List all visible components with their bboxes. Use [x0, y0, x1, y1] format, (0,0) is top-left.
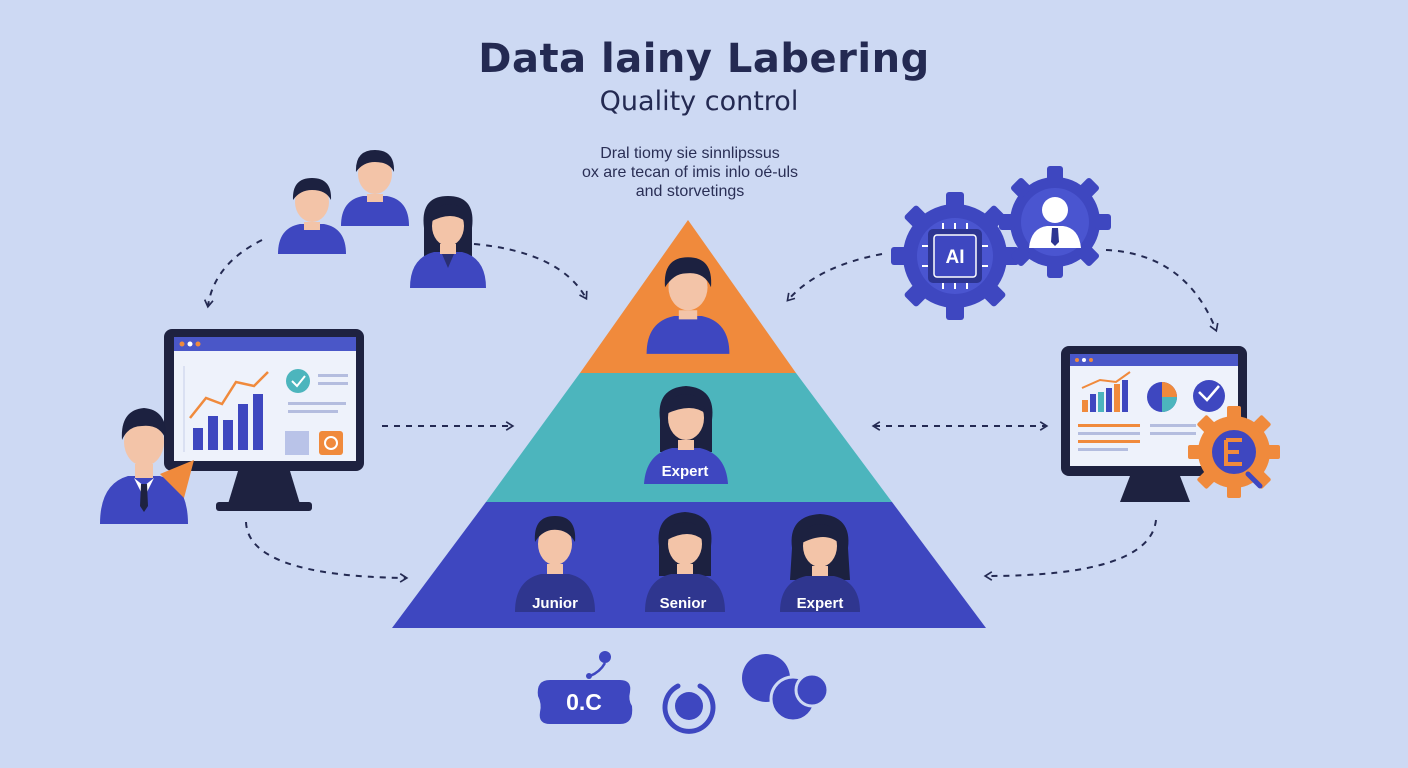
description-line-1: Dral tiomy sie sinnlipssus: [600, 145, 780, 162]
arrow-team-to-monitor: [203, 239, 263, 309]
connector-arrows: [203, 239, 1219, 583]
top-tier-person-icon: [646, 257, 730, 354]
description-line-3: and storvetings: [635, 183, 745, 200]
team-icon: [278, 150, 486, 288]
power-icon: [662, 683, 716, 734]
arrow-monitor-to-base: [245, 521, 409, 583]
page-subtitle: Quality control: [599, 86, 799, 117]
qc-badge-label: 0.C: [566, 689, 602, 715]
base-person-senior-icon: [645, 512, 725, 612]
page-title: Data lainy Labering: [478, 36, 930, 82]
base-person-junior-icon: [515, 516, 595, 612]
base-person-expert-icon: [780, 514, 860, 612]
settings-gear-icon: [1188, 406, 1280, 498]
middle-tier-person-icon: [644, 386, 728, 484]
arrow-ai-to-pyramid: [786, 253, 883, 302]
analyst-person-icon: [100, 408, 194, 524]
base-label-expert: Expert: [796, 595, 844, 612]
arrow-gear-to-monitor: [1105, 249, 1219, 333]
manager-gear-icon: [999, 166, 1111, 278]
analytics-monitor-icon: [164, 329, 364, 511]
description: Dral tiomy sie sinnlipssus ox are tecan …: [540, 144, 840, 201]
qc-badge-icon: 0.C: [537, 651, 633, 724]
ai-badge-label: AI: [946, 247, 965, 268]
arrow-monitor-to-right-base: [983, 519, 1157, 581]
base-label-junior: Junior: [532, 595, 578, 612]
ai-chip-gear-icon: AI: [891, 192, 1019, 320]
middle-tier-label: Expert: [661, 463, 709, 480]
base-label-senior: Senior: [659, 595, 707, 612]
description-line-2: ox are tecan of imis inlo oé-uls: [581, 164, 799, 181]
bubbles-icon: [742, 654, 830, 723]
arrow-team-to-pyramid: [473, 243, 588, 301]
